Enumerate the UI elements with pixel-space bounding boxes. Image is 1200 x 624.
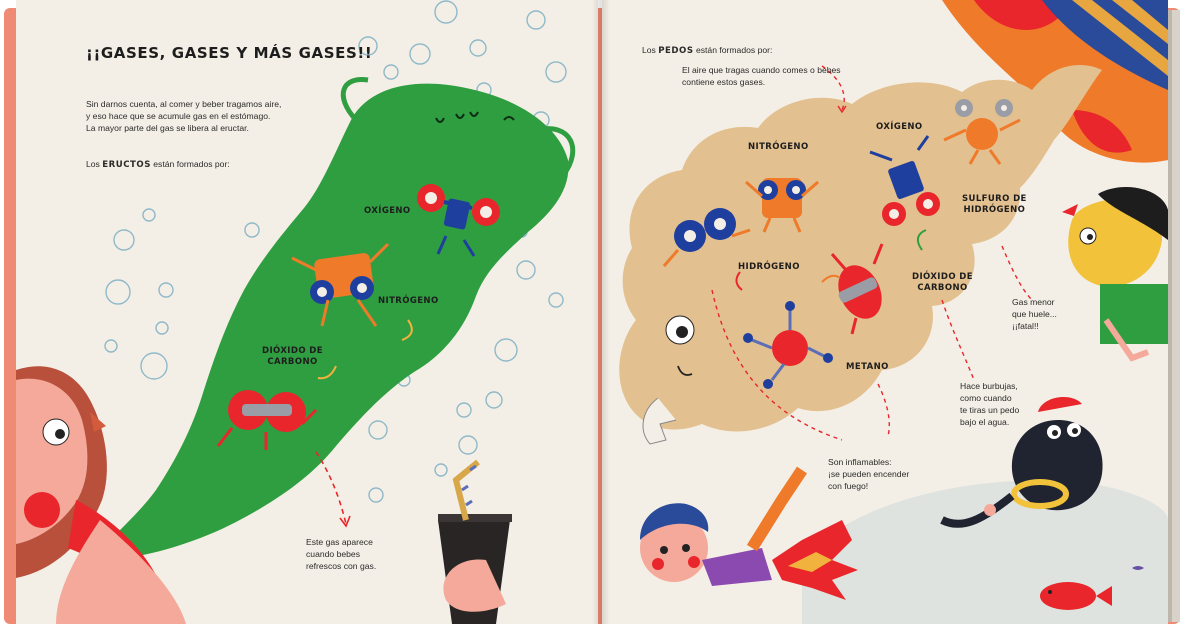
belch-caption-suffix: están formados por:	[153, 159, 230, 169]
soda-note-line-1: Este gas aparece	[306, 537, 373, 547]
left-page-illustration	[16, 0, 576, 624]
oxygen-character	[417, 184, 500, 257]
fart-label-h2s: SULFURO DE HIDRÓGENO	[962, 194, 1027, 216]
fart-caption-prefix: Los	[642, 45, 656, 55]
bubble-note-line-4: bajo el agua.	[960, 417, 1010, 427]
smell-note-line-3: ¡¡fatal!!	[1012, 321, 1039, 331]
soda-glass	[438, 459, 512, 624]
yellow-character	[1062, 187, 1168, 362]
label-nitrogen: NITRÓGENO	[378, 296, 439, 306]
book-gutter	[592, 0, 610, 624]
diver-character	[940, 397, 1103, 528]
co2-character	[216, 390, 318, 450]
fart-label-co2-line-2: CARBONO	[917, 283, 968, 293]
bubble-note-line-1: Hace burbujas,	[960, 381, 1018, 391]
smell-note-line-2: que huele...	[1012, 309, 1057, 319]
intro-line-1: Sin darnos cuenta, al comer y beber trag…	[86, 99, 282, 109]
belch-cloud	[94, 83, 569, 561]
fart-label-nitrogen: NITRÓGENO	[748, 142, 809, 152]
intro-line-3: La mayor parte del gas se libera al eruc…	[86, 123, 249, 133]
fart-label-methane: METANO	[846, 362, 889, 372]
intro-line-2: y eso hace que se acumule gas en el estó…	[86, 111, 271, 121]
red-fish	[1040, 582, 1112, 610]
fart-label-oxygen: OXÍGENO	[876, 122, 923, 132]
bubble-note-line-3: te tiras un pedo	[960, 405, 1020, 415]
fart-label-h2s-line-2: HIDRÓGENO	[963, 205, 1026, 215]
label-co2-line-2: CARBONO	[267, 357, 318, 367]
bubbles	[104, 0, 567, 503]
smell-note-line-1: Gas menor	[1012, 297, 1055, 307]
fart-co2-character	[830, 243, 884, 335]
fart-caption: Los PEDOS están formados por:	[642, 44, 772, 57]
fart-nitrogen-character	[745, 178, 819, 233]
right-page: Los PEDOS están formados por: El aire qu…	[602, 0, 1168, 624]
flammable-note-line-2: ¡se pueden encender	[828, 469, 910, 479]
fart-methane-character	[743, 301, 833, 389]
belch-caption-emphasis: ERUCTOS	[102, 160, 151, 170]
fart-caption-suffix: están formados por:	[695, 45, 773, 55]
belch-caption: Los ERUCTOS están formados por:	[86, 158, 230, 171]
label-oxygen: OXÍGENO	[364, 206, 411, 216]
air-note-line-1: El aire que tragas cuando comes o bebes	[682, 65, 841, 75]
fart-label-co2: DIÓXIDO DE CARBONO	[912, 272, 973, 294]
flying-boy	[640, 466, 858, 600]
flammable-note-line-1: Son inflamables:	[828, 457, 892, 467]
left-page: ¡¡GASES, GASES Y MÁS GASES!! Sin darnos …	[16, 0, 598, 624]
bubble-note-line-2: como cuando	[960, 393, 1012, 403]
fart-label-co2-line-1: DIÓXIDO DE	[912, 272, 973, 282]
girl-character	[16, 366, 186, 624]
fart-caption-emphasis: PEDOS	[658, 46, 694, 56]
fart-hydrogen-character	[662, 208, 751, 267]
fart-cloud	[619, 64, 1102, 432]
fart-label-h2s-line-1: SULFURO DE	[962, 194, 1027, 204]
fart-oxygen-character	[869, 135, 940, 226]
right-page-illustration	[619, 0, 1168, 624]
fart-h2s-character	[943, 99, 1021, 165]
page-title: ¡¡GASES, GASES Y MÁS GASES!!	[86, 44, 373, 62]
air-note-line-2: contiene estos gases.	[682, 77, 766, 87]
soda-note-line-2: cuando bebes	[306, 549, 360, 559]
belch-caption-prefix: Los	[86, 159, 100, 169]
flammable-note-line-3: con fuego!	[828, 481, 869, 491]
label-co2: DIÓXIDO DE CARBONO	[262, 346, 323, 368]
label-co2-line-1: DIÓXIDO DE	[262, 346, 323, 356]
fart-label-hydrogen: HIDRÓGENO	[738, 262, 800, 272]
soda-note-line-3: refrescos con gas.	[306, 561, 377, 571]
nitrogen-character	[291, 242, 390, 327]
